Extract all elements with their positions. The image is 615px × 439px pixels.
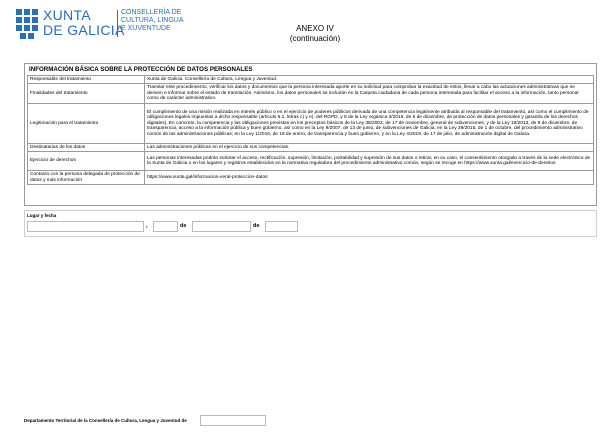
de-separator-2: de xyxy=(253,223,260,229)
xunta-emblem-icon xyxy=(16,9,38,39)
table-row: Finalidades del tratamiento Tramitar est… xyxy=(27,83,594,104)
table-row: Ejercicio de derechos Las personas inter… xyxy=(27,151,594,171)
comma-separator: , xyxy=(146,223,148,229)
footer-department-label: Departamento Territorial de la Conseller… xyxy=(24,418,187,423)
row-value: Xunta de Galicia. Consellería de Cultura… xyxy=(144,75,594,84)
data-protection-table: Responsable del tratamiento Xunta de Gal… xyxy=(27,75,594,185)
xunta-logo: XUNTA DE GALICIA CONSELLERÍA DE CULTURA,… xyxy=(14,5,189,45)
row-label: Contacto con la persona delegada de prot… xyxy=(27,170,145,185)
row-label: Ejercicio de derechos xyxy=(27,151,145,171)
row-value: Tramitar este procedimiento, verificar l… xyxy=(144,83,594,104)
row-label: Responsable del tratamiento xyxy=(27,75,145,84)
table-row: Legitimación para el tratamiento El cump… xyxy=(27,103,594,144)
annex-heading: ANEXO IV (continuación) xyxy=(260,24,370,44)
row-label: Destinatarias de los datos xyxy=(27,143,145,152)
row-value: El cumplimiento de una misión realizada … xyxy=(144,103,594,144)
row-value: https://www.xunta.gal/informacion-xeral-… xyxy=(144,170,594,185)
day-input[interactable] xyxy=(153,221,178,232)
row-value: Las personas interesadas podrán solicita… xyxy=(144,151,594,171)
data-protection-box: INFORMACIÓN BÁSICA SOBRE LA PROTECCIÓN D… xyxy=(24,63,597,206)
logo-conselleria: CONSELLERÍA DE CULTURA, LINGUA E XUVENTU… xyxy=(121,9,184,32)
row-label: Finalidades del tratamiento xyxy=(27,83,145,104)
logo-line-1: XUNTA xyxy=(43,7,91,23)
section-title: INFORMACIÓN BÁSICA SOBRE LA PROTECCIÓN D… xyxy=(29,66,253,73)
logo-divider xyxy=(117,10,118,37)
place-input[interactable] xyxy=(27,221,144,232)
logo-line-2: DE GALICIA xyxy=(43,22,125,38)
row-label: Legitimación para el tratamiento xyxy=(27,103,145,144)
de-separator-1: de xyxy=(180,223,187,229)
place-date-label: Lugar y fecha xyxy=(27,213,57,218)
table-row: Responsable del tratamiento Xunta de Gal… xyxy=(27,75,594,84)
table-row: Contacto con la persona delegada de prot… xyxy=(27,170,594,185)
place-date-section: Lugar y fecha , de de xyxy=(24,210,597,237)
annex-subtitle: (continuación) xyxy=(289,34,341,43)
table-row: Destinatarias de los datos Las administr… xyxy=(27,143,594,152)
annex-title: ANEXO IV xyxy=(296,24,334,33)
month-input[interactable] xyxy=(192,221,251,232)
row-value: Las administraciones públicas en el ejer… xyxy=(144,143,594,152)
department-input[interactable] xyxy=(200,415,266,426)
year-input[interactable] xyxy=(265,221,298,232)
